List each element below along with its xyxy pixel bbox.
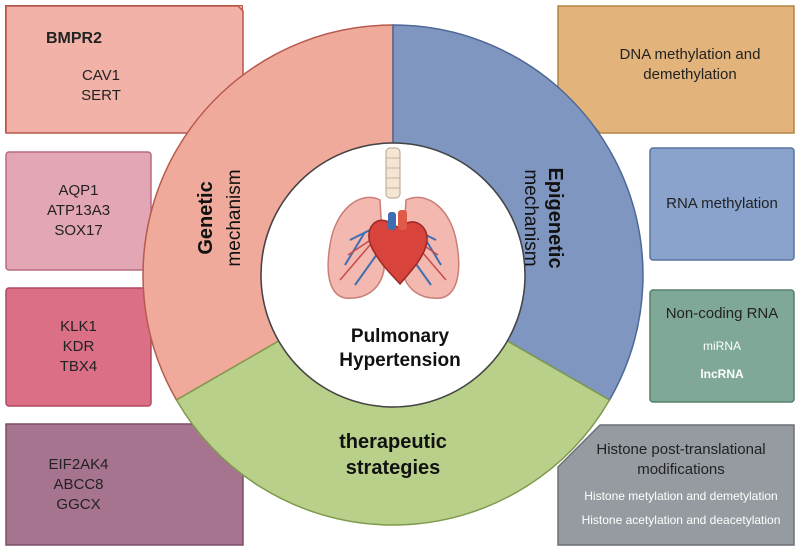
histone-acetylation-label: Histone acetylation and deacetylation [581, 513, 781, 527]
rna-methylation-label: RNA methylation [666, 195, 778, 212]
genetic-label-line2: mechanism [224, 169, 245, 266]
gene-tbx4-label: TBX4 [59, 358, 98, 375]
histone-title-2: modifications [637, 461, 725, 478]
gene-box-klk1-shape [5, 287, 152, 407]
center-title-line1: Pulmonary [350, 326, 450, 347]
center-title-line2: Hypertension [339, 350, 461, 371]
gene-box-eif2ak4: EIF2AK4 ABCC8 GGCX [6, 424, 151, 545]
gene-bmpr2-label: BMPR2 [46, 30, 103, 47]
dna-methylation-label-1: DNA methylation and [619, 46, 761, 63]
histone-title-1: Histone post-translational [596, 441, 766, 458]
gene-box-eif2ak4-shape [5, 423, 244, 546]
mirna-label: miRNA [703, 339, 741, 353]
genetic-label-line1: Genetic [195, 181, 217, 254]
center-title: Pulmonary Hypertension [300, 325, 500, 373]
noncoding-rna-title: Non-coding RNA [665, 305, 779, 322]
gene-box-klk1: KLK1 KDR TBX4 [6, 288, 151, 406]
gene-ggcx-label: GGCX [56, 495, 101, 513]
gene-kdr-label: KDR [62, 338, 95, 355]
epi-box-noncoding: Non-coding RNA miRNA lncRNA [650, 290, 794, 402]
gene-eif2ak4-label: EIF2AK4 [48, 455, 109, 473]
epi-box-dna-shape [557, 5, 795, 134]
gene-sert-label: SERT [81, 87, 121, 104]
gene-box-aqp1: AQP1 ATP13A3 SOX17 [6, 152, 151, 270]
dna-methylation-label-2: demethylation [643, 66, 737, 83]
epi-box-histone: Histone post-translational modifications… [568, 440, 794, 545]
histone-methylation-label: Histone metylation and demetylation [584, 489, 778, 503]
epigenetic-label-line2: mechanism [520, 169, 541, 266]
gene-box-bmpr2-shape [5, 5, 244, 134]
gene-aqp1-label: AQP1 [58, 182, 99, 199]
epigenetic-label-line1: Epigenetic [544, 167, 566, 268]
therapeutic-label-line2: strategies [346, 457, 441, 479]
therapeutic-label-line1: therapeutic [339, 431, 447, 453]
epi-box-noncoding-shape [649, 289, 795, 403]
epi-box-histone-shape [557, 424, 795, 546]
epi-box-dna: DNA methylation and demethylation [595, 30, 785, 100]
lungs-heart-icon [327, 147, 460, 299]
lncrna-label: lncRNA [700, 367, 744, 381]
gene-abcc8-label: ABCC8 [53, 475, 104, 493]
gene-box-bmpr2: BMPR2 CAV1 SERT [6, 6, 243, 133]
epi-box-rna: RNA methylation [650, 148, 794, 260]
gene-atp13a3-label: ATP13A3 [46, 202, 111, 219]
gene-cav1-label: CAV1 [81, 67, 121, 84]
gene-klk1-label: KLK1 [60, 318, 97, 335]
epi-box-rna-shape [649, 147, 795, 261]
gene-sox17-label: SOX17 [54, 222, 103, 239]
